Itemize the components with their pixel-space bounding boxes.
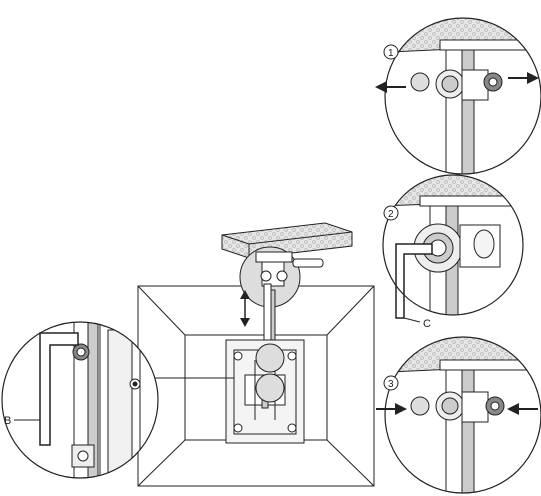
- step-3-detail: 3: [376, 336, 541, 494]
- step-number-badge: [383, 375, 399, 391]
- arrow-icon: [508, 72, 539, 84]
- detail-b: B: [1, 321, 159, 479]
- step-number-badge: [383, 205, 399, 221]
- double-headed-arrow-icon: [240, 290, 250, 327]
- step-1-detail: 1: [375, 17, 541, 175]
- callout-label-b: B: [4, 415, 11, 427]
- step-number-label: 2: [388, 209, 394, 220]
- arrow-icon: [376, 403, 407, 415]
- step-number-label: 3: [388, 379, 394, 390]
- arrow-icon: [507, 403, 538, 415]
- callout-line-c: [403, 317, 421, 323]
- step-2-detail: C 2: [382, 174, 524, 330]
- step-number-badge: [383, 44, 399, 60]
- callout-label-c: C: [423, 318, 431, 330]
- ceiling-bracket: [255, 251, 324, 287]
- arrow-icon: [375, 81, 406, 93]
- vesa-mounting-plate: [225, 339, 305, 444]
- ceiling-plate: [221, 222, 353, 259]
- main-assembly: [137, 222, 375, 487]
- step-number-label: 1: [388, 48, 394, 59]
